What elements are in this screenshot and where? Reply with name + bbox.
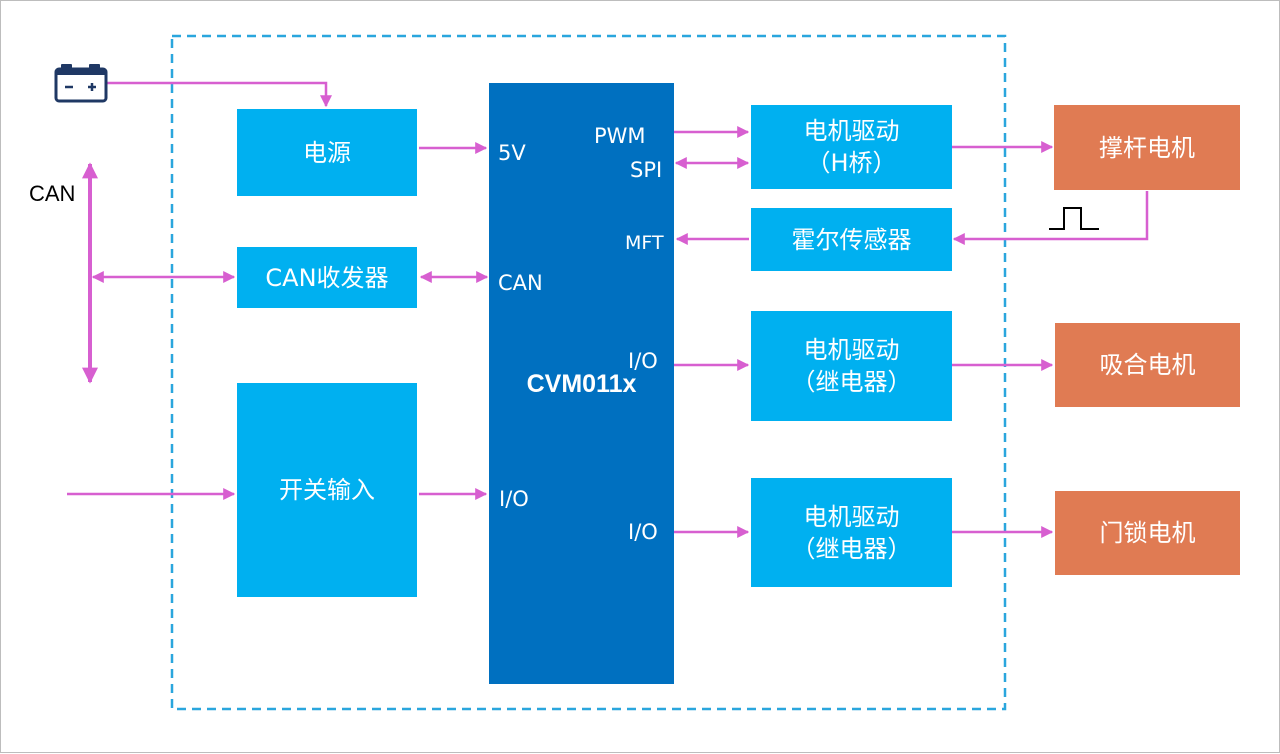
door-lock-motor-label: 门锁电机 xyxy=(1099,519,1196,547)
mcu-block xyxy=(489,83,674,684)
pin-5v: 5V xyxy=(498,141,526,165)
relay-driver-block-2: 电机驱动 （继电器） xyxy=(751,478,952,587)
strut-motor-block: 撑杆电机 xyxy=(1054,105,1240,190)
strut-feedback-wire xyxy=(952,191,1149,245)
relay-driver-2-label: 电机驱动 xyxy=(803,502,900,531)
can-transceiver-block: CAN收发器 xyxy=(237,247,417,308)
pin-spi: SPI xyxy=(630,158,663,182)
square-pulse-icon xyxy=(1049,207,1099,230)
hbridge-driver-sublabel: （H桥） xyxy=(806,149,897,177)
relay-driver-1-label: 电机驱动 xyxy=(803,336,900,364)
pin-mft: MFT xyxy=(625,232,664,254)
can-bus-label: CAN xyxy=(29,181,76,206)
relay-driver-block-1: 电机驱动 （继电器） xyxy=(751,311,952,421)
power-block: 电源 xyxy=(237,109,417,196)
suction-motor-label: 吸合电机 xyxy=(1099,351,1196,379)
module-boundary xyxy=(170,34,1007,711)
pin-pwm: PWM xyxy=(594,124,646,148)
battery-to-power-wire xyxy=(107,81,332,108)
hall-sensor-label: 霍尔传感器 xyxy=(791,225,912,254)
switch-input-label: 开关输入 xyxy=(279,476,375,504)
hbridge-driver-label: 电机驱动 xyxy=(803,117,900,145)
suction-motor-block: 吸合电机 xyxy=(1055,323,1240,407)
hall-sensor-block: 霍尔传感器 xyxy=(751,208,952,271)
power-block-label: 电源 xyxy=(303,138,351,167)
door-lock-motor-block: 门锁电机 xyxy=(1055,491,1240,575)
strut-motor-label: 撑杆电机 xyxy=(1099,133,1195,162)
car-battery-icon xyxy=(54,64,108,103)
can-transceiver-label: CAN收发器 xyxy=(265,263,389,292)
switch-input-block: 开关输入 xyxy=(237,383,417,597)
pin-io-in: I/O xyxy=(499,487,529,511)
relay-driver-1-sublabel: （继电器） xyxy=(791,368,912,396)
relay-driver-2-sublabel: （继电器） xyxy=(791,534,912,563)
pin-io-out-2: I/O xyxy=(628,520,658,544)
mcu-name: CVM011x xyxy=(526,370,637,398)
hbridge-driver-block: 电机驱动 （H桥） xyxy=(751,105,952,189)
pin-io-out-1: I/O xyxy=(628,349,658,373)
pin-can: CAN xyxy=(498,271,543,295)
